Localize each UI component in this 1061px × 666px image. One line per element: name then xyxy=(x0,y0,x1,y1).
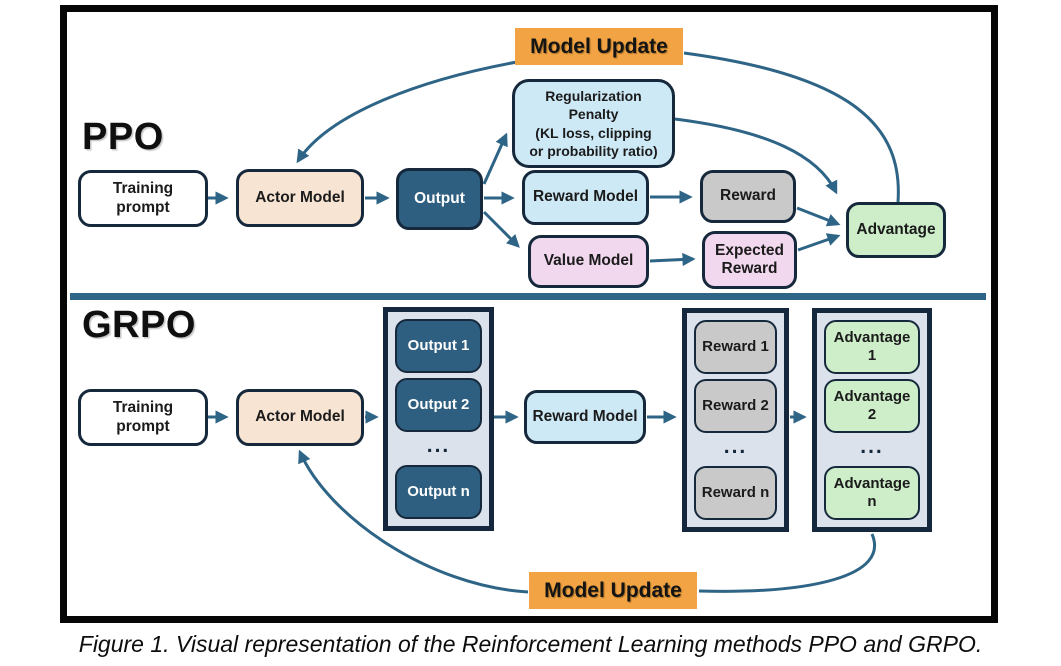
ppo-value-model-box: Value Model xyxy=(528,235,649,288)
grpo-output-2-box: Output 2 xyxy=(395,378,482,432)
grpo-model-update-tag: Model Update xyxy=(529,572,697,609)
grpo-section-title: GRPO xyxy=(82,304,196,346)
grpo-output-n-box: Output n xyxy=(395,465,482,519)
ppo-reward-box: Reward xyxy=(700,170,796,223)
grpo-output-1-box: Output 1 xyxy=(395,319,482,373)
grpo-reward-ellipsis: ... xyxy=(723,434,748,458)
grpo-advantage-group: Advantage 1 Advantage 2 ... Advantage n xyxy=(812,308,932,532)
grpo-advantage-2-box: Advantage 2 xyxy=(824,379,920,433)
grpo-advantage-1-box: Advantage 1 xyxy=(824,320,920,374)
grpo-reward-1-box: Reward 1 xyxy=(694,320,777,374)
grpo-reward-2-box: Reward 2 xyxy=(694,379,777,433)
grpo-output-group: Output 1 Output 2 ... Output n xyxy=(383,307,494,531)
reg-line-3: (KL loss, clipping xyxy=(535,124,652,141)
ppo-advantage-box: Advantage xyxy=(846,202,946,258)
grpo-advantage-ellipsis: ... xyxy=(860,434,884,458)
ppo-training-prompt-box: Training prompt xyxy=(78,170,208,227)
section-divider xyxy=(70,293,986,300)
grpo-reward-model-box: Reward Model xyxy=(524,390,646,444)
grpo-advantage-n-box: Advantage n xyxy=(824,466,920,520)
ppo-expected-reward-box: Expected Reward xyxy=(702,231,797,289)
ppo-regularization-penalty-box: Regularization Penalty (KL loss, clippin… xyxy=(512,79,675,168)
grpo-actor-model-box: Actor Model xyxy=(236,389,364,446)
ppo-actor-model-box: Actor Model xyxy=(236,169,364,227)
reg-line-2: Penalty xyxy=(568,106,619,123)
grpo-reward-group: Reward 1 Reward 2 ... Reward n xyxy=(682,308,789,532)
ppo-output-box: Output xyxy=(396,168,483,230)
reg-line-1: Regularization xyxy=(545,87,642,104)
figure-caption: Figure 1. Visual representation of the R… xyxy=(78,631,983,657)
ppo-model-update-tag: Model Update xyxy=(515,28,683,65)
grpo-reward-n-box: Reward n xyxy=(694,466,777,520)
reg-line-4: or probability ratio) xyxy=(529,142,658,159)
ppo-reward-model-box: Reward Model xyxy=(522,170,649,225)
ppo-section-title: PPO xyxy=(82,116,164,158)
grpo-training-prompt-box: Training prompt xyxy=(78,389,208,446)
grpo-output-ellipsis: ... xyxy=(426,433,451,457)
